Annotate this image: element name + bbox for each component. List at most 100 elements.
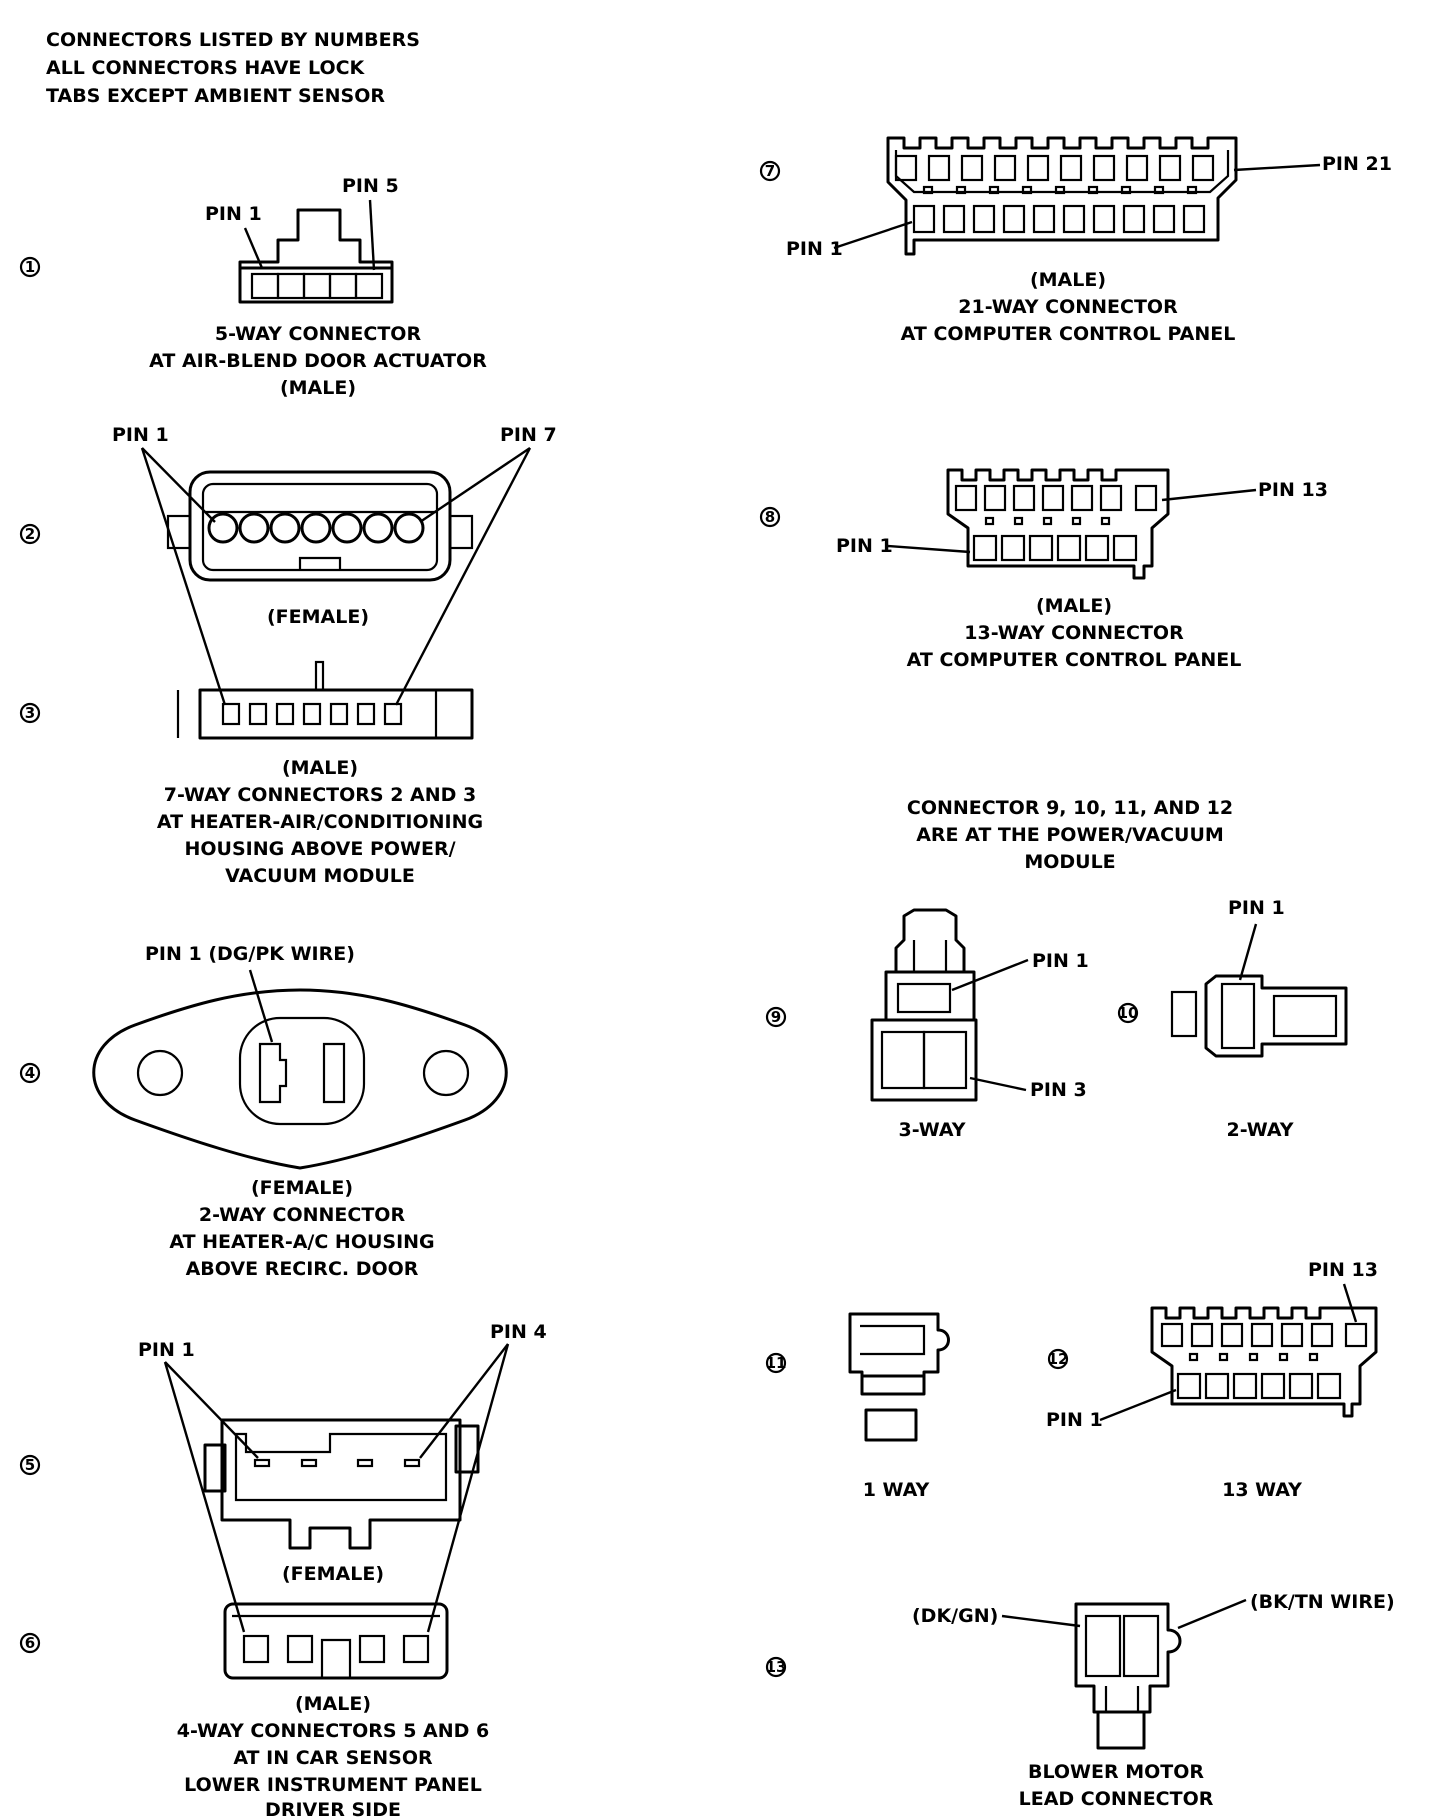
- connector-10-pin-1: [1220, 982, 1256, 1050]
- connector-12-pin: [1288, 1372, 1314, 1400]
- connector-1-pin: [354, 272, 384, 300]
- connector-8-pin: [1028, 534, 1054, 562]
- connector-7-pin: [1182, 204, 1206, 234]
- connector-3-body: [198, 688, 474, 740]
- connector-12-pin1-label: PIN 1: [1046, 1409, 1103, 1431]
- connector-7: 7 PIN 21 PIN 1 (MALE): [759, 136, 1392, 345]
- connector-3-caption-3: AT HEATER-AIR/CONDITIONING: [157, 811, 483, 833]
- connector-7-pin: [960, 154, 984, 182]
- connector-5-number-circle: [19, 1454, 41, 1476]
- connector-8-pin: [1084, 534, 1110, 562]
- connector-7-key: [1087, 185, 1099, 195]
- connector-3-pin: [221, 702, 241, 726]
- connector-8-pin: [1099, 484, 1123, 512]
- connector-13-boot: [1096, 1710, 1146, 1750]
- connector-4-pin1-label: PIN 1 (DG/PK WIRE): [145, 943, 355, 965]
- connector-12-pin13-label: PIN 13: [1308, 1259, 1378, 1281]
- connector-13-dkgn-leader: [1001, 1614, 1081, 1628]
- connector-4-caption-3: AT HEATER-A/C HOUSING: [169, 1231, 434, 1253]
- connector-8-pin: [972, 534, 998, 562]
- connector-9-caption: 3-WAY: [898, 1119, 965, 1141]
- connector-8-pin: [1012, 484, 1036, 512]
- connector-12-number-circle: [1047, 1348, 1069, 1370]
- connector-7-caption-1: (MALE): [1030, 269, 1106, 291]
- connector-3-caption-5: VACUUM MODULE: [225, 865, 415, 887]
- connector-9-pin-1: [896, 982, 952, 1014]
- connector-2-3-leaders: [140, 447, 532, 706]
- connector-5-pin: [356, 1458, 374, 1468]
- connector-7-pin: [894, 154, 918, 182]
- connector-3-caption-1: (MALE): [282, 757, 358, 779]
- connector-7-pin: [1122, 204, 1146, 234]
- connector-7-key: [1153, 185, 1165, 195]
- connector-6: 6 (MALE) 4-WAY CONNECTORS 5 AND 6 AT IN …: [19, 1602, 489, 1820]
- connector-12-pin: [1220, 1322, 1244, 1348]
- connector-13-body: [1074, 1602, 1182, 1714]
- connector-11: 11 1 WAY: [765, 1312, 950, 1501]
- connector-7-pin: [1158, 154, 1182, 182]
- note-line-2: ARE AT THE POWER/VACUUM: [916, 824, 1224, 846]
- connector-11-number-circle: [765, 1352, 787, 1374]
- connector-2-pin: [331, 512, 363, 544]
- connector-7-key: [1021, 185, 1033, 195]
- connector-8-pin: [983, 484, 1007, 512]
- connector-7-pin: [1026, 154, 1050, 182]
- connector-7-pin: [912, 204, 936, 234]
- connector-8-body: [946, 468, 1170, 580]
- connector-8-number: 8: [765, 508, 775, 526]
- connector-4-mount-hole: [136, 1049, 184, 1097]
- pin1-leader-to-connector-2: [141, 447, 216, 523]
- connector-1-upper-housing: [238, 208, 394, 270]
- connector-7-number: 7: [765, 162, 775, 180]
- connector-10-pin1-label: PIN 1: [1228, 897, 1285, 919]
- connector-13-caption-1: BLOWER MOTOR: [1028, 1761, 1204, 1783]
- connector-12-key: [1248, 1352, 1259, 1362]
- connector-4-number-circle: [19, 1062, 41, 1084]
- connector-2-inner: [201, 482, 439, 572]
- connector-7-pin: [972, 204, 996, 234]
- pin4-leader-to-connector-6: [426, 1343, 510, 1633]
- connector-7-pin: [1092, 204, 1116, 234]
- header-line-2: ALL CONNECTORS HAVE LOCK: [46, 57, 366, 79]
- connector-7-pin: [1032, 204, 1056, 234]
- connector-2-number-circle: [19, 523, 41, 545]
- connector-7-body: [886, 136, 1238, 256]
- pin7-leader-to-connector-3: [394, 447, 532, 706]
- connector-1-number: 1: [25, 258, 35, 276]
- connector-12-key: [1278, 1352, 1289, 1362]
- connector-9-number-circle: [765, 1006, 787, 1028]
- connector-3-pin: [383, 702, 403, 726]
- connector-8-pin: [1041, 484, 1065, 512]
- connector-12-pin: [1316, 1372, 1342, 1400]
- connector-9-pin3-leader: [969, 1076, 1027, 1092]
- connector-7-pin: [1059, 154, 1083, 182]
- connector-11-body: [848, 1312, 950, 1378]
- connector-9: 9 PIN 1 PIN 3 3-WAY: [765, 908, 1089, 1141]
- connector-10-lock-tab: [1170, 990, 1198, 1038]
- connector-5-pin: [253, 1458, 271, 1468]
- connector-7-key: [1186, 185, 1198, 195]
- connector-11-collar: [860, 1376, 926, 1396]
- connector-12-key: [1188, 1352, 1199, 1362]
- connector-7-pin21-leader: [1233, 163, 1321, 172]
- connector-6-caption-5: DRIVER SIDE: [265, 1799, 401, 1820]
- connector-7-pin: [1191, 154, 1215, 182]
- connector-11-number: 11: [766, 1354, 787, 1372]
- connector-7-caption-3: AT COMPUTER CONTROL PANEL: [901, 323, 1236, 345]
- connector-5-pin: [300, 1458, 318, 1468]
- connector-10-number: 10: [1118, 1004, 1139, 1022]
- connector-9-lock-latch: [894, 908, 966, 972]
- connector-12-pin1-leader: [1099, 1388, 1177, 1422]
- connector-8-pin: [954, 484, 978, 512]
- connector-2-pin: [269, 512, 301, 544]
- header-note: CONNECTORS LISTED BY NUMBERS ALL CONNECT…: [46, 29, 420, 107]
- connector-1-caption-1: 5-WAY CONNECTOR: [215, 323, 422, 345]
- connector-13-bktn-leader: [1177, 1598, 1247, 1630]
- connector-1-pin1-leader: [243, 227, 264, 269]
- connector-12-pin: [1160, 1322, 1184, 1348]
- connector-2-pin1-label: PIN 1: [112, 424, 169, 446]
- connector-12-pin: [1204, 1372, 1230, 1400]
- note-connectors-9-12: CONNECTOR 9, 10, 11, AND 12 ARE AT THE P…: [907, 797, 1233, 873]
- connector-3-number: 3: [25, 704, 35, 722]
